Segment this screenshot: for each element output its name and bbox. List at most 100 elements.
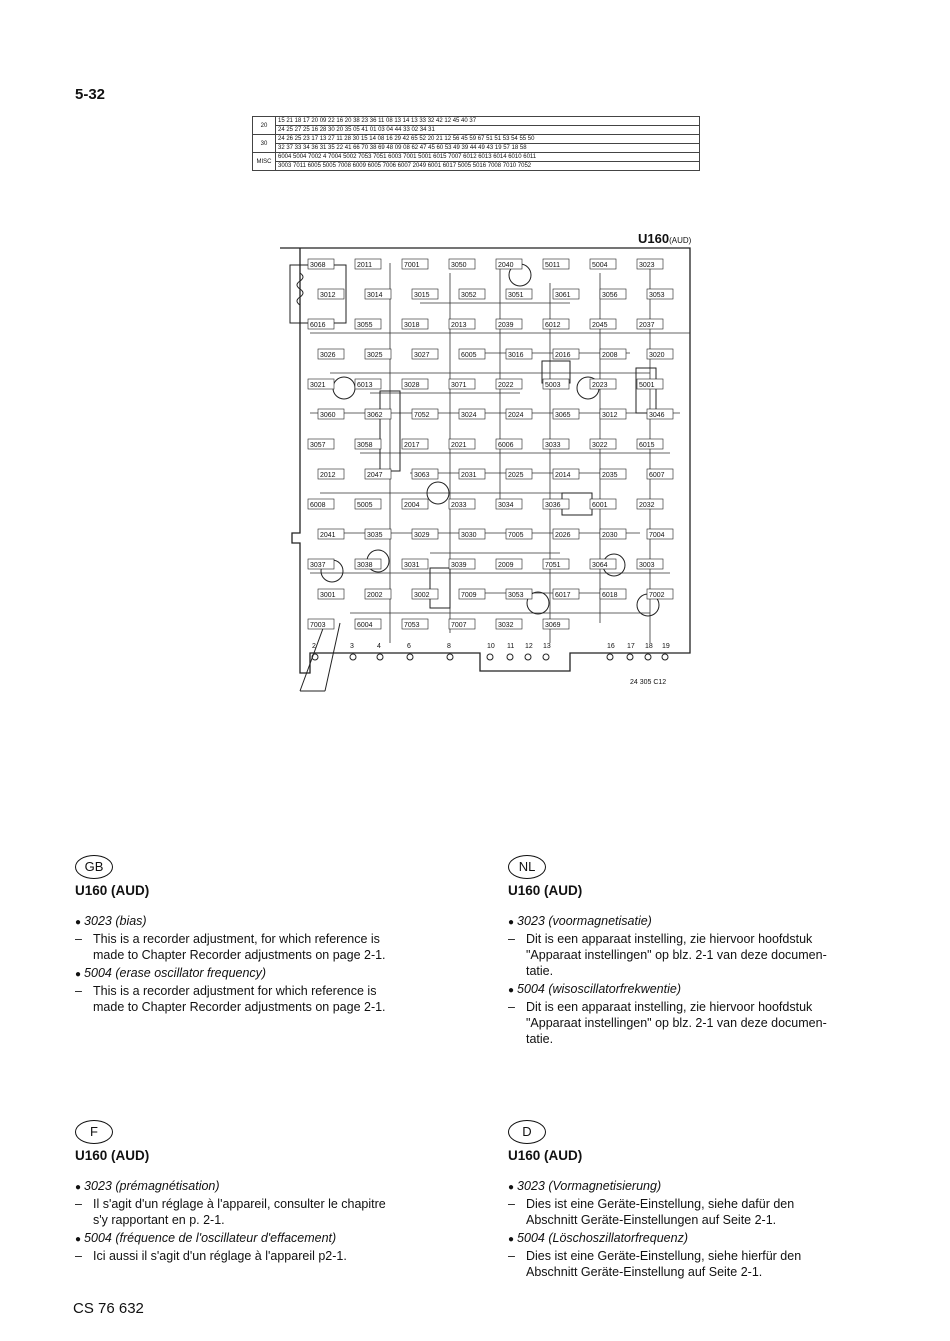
component-label: 3028 (404, 382, 420, 389)
component-box (458, 468, 486, 480)
component-box (317, 348, 345, 360)
adjustment-description: –Il s'agit d'un réglage à l'appareil, co… (75, 1196, 435, 1228)
component-label: 6001 (592, 502, 608, 509)
component-label: 5004 (592, 262, 608, 269)
bullet-icon: ● (508, 1234, 515, 1245)
component-label: 2021 (451, 442, 467, 449)
component-label: 3014 (367, 292, 383, 299)
component-box (411, 588, 439, 600)
component-box (411, 288, 439, 300)
component-box (307, 438, 335, 450)
component-label: 6017 (555, 592, 571, 599)
component-label: 3037 (310, 562, 326, 569)
component-label: 2031 (461, 472, 477, 479)
component-box (495, 258, 523, 270)
language-badge: F (75, 1120, 113, 1144)
bullet-icon: ● (508, 917, 515, 928)
component-label: 2002 (367, 592, 383, 599)
component-label: 7009 (461, 592, 477, 599)
component-label: 3034 (498, 502, 514, 509)
component-box (411, 408, 439, 420)
component-box (354, 258, 382, 270)
component-label: 5003 (545, 382, 561, 389)
component-box (505, 348, 533, 360)
component-box (458, 528, 486, 540)
adjustment-heading-text: 5004 (fréquence de l'oscillateur d'effac… (84, 1231, 337, 1245)
component-label: 2039 (498, 322, 514, 329)
component-label: 7003 (310, 622, 326, 629)
description-line: "Apparaat instellingen" op blz. 2-1 van … (526, 948, 827, 962)
component-box (552, 348, 580, 360)
component-label: 3065 (555, 412, 571, 419)
component-box (458, 348, 486, 360)
edge-pin-label: 10 (487, 643, 495, 650)
component-label: 2033 (451, 502, 467, 509)
component-box (307, 378, 335, 390)
dash-icon: – (75, 932, 82, 946)
adjustment-description: –Dit is een apparaat instelling, zie hie… (508, 999, 868, 1047)
description-line: Abschnitt Geräte-Einstellung auf Seite 2… (526, 1265, 763, 1279)
component-label: 7053 (404, 622, 420, 629)
grid-row-label: 30 (252, 134, 276, 153)
ic-7052 (635, 367, 657, 414)
component-label: 3063 (414, 472, 430, 479)
component-box (354, 498, 382, 510)
component-label: 3058 (357, 442, 373, 449)
component-label: 6016 (310, 322, 326, 329)
grid-row-values: 3003 7011 6005 5005 7008 6009 6005 7006 … (275, 161, 700, 171)
component-label: 3024 (461, 412, 477, 419)
component-box (589, 498, 617, 510)
adjustment-heading-text: 5004 (Löschoszillatorfrequenz) (517, 1231, 688, 1245)
component-box (364, 528, 392, 540)
component-box (411, 468, 439, 480)
component-label: 3032 (498, 622, 514, 629)
component-box (646, 288, 674, 300)
board-title-suffix: (AUD) (669, 236, 692, 245)
component-box (401, 438, 429, 450)
component-label: 3057 (310, 442, 326, 449)
dash-icon: – (508, 932, 515, 946)
component-box (505, 468, 533, 480)
component-box (307, 318, 335, 330)
description-line: Ici aussi il s'agit d'un réglage à l'app… (93, 1249, 347, 1263)
adjustment-description: –This is a recorder adjustment, for whic… (75, 931, 435, 963)
adjustment-heading: ●3023 (bias) (75, 913, 435, 931)
component-label: 6008 (310, 502, 326, 509)
grid-row-values: 24 26 25 23 17 13 27 11 28 30 15 14 08 1… (275, 134, 700, 144)
component-label: 3069 (545, 622, 561, 629)
component-label: 6006 (498, 442, 514, 449)
language-badge: GB (75, 855, 113, 879)
component-label: 3035 (367, 532, 383, 539)
language-badge: NL (508, 855, 546, 879)
component-box (401, 498, 429, 510)
adjustment-description: –Ici aussi il s'agit d'un réglage à l'ap… (75, 1248, 435, 1264)
component-label: 2017 (404, 442, 420, 449)
component-label: 7051 (545, 562, 561, 569)
description-line: tatie. (526, 964, 554, 978)
component-box (589, 378, 617, 390)
description-line: s'y rapportant en p. 2-1. (93, 1213, 225, 1227)
component-box (646, 528, 674, 540)
adjustment-heading-text: 5004 (erase oscillator frequency) (84, 966, 267, 980)
component-box (636, 378, 664, 390)
edge-pin-label: 12 (525, 643, 533, 650)
component-box (599, 288, 627, 300)
component-label: 3071 (451, 382, 467, 389)
grid-row-values: 32 37 33 34 36 31 35 22 41 66 70 38 69 4… (275, 143, 700, 153)
component-box (317, 588, 345, 600)
component-box (364, 408, 392, 420)
component-label: 2009 (498, 562, 514, 569)
component-label: 7004 (649, 532, 665, 539)
bullet-icon: ● (75, 1182, 82, 1193)
adjustment-heading: ●3023 (Vormagnetisierung) (508, 1178, 868, 1196)
component-label: 3068 (310, 262, 326, 269)
component-box (542, 618, 570, 630)
component-box (401, 558, 429, 570)
adjustment-heading: ●5004 (erase oscillator frequency) (75, 965, 435, 983)
description-line: Abschnitt Geräte-Einstellungen auf Seite… (526, 1213, 777, 1227)
component-label: 2013 (451, 322, 467, 329)
component-box (354, 318, 382, 330)
component-label: 3062 (367, 412, 383, 419)
component-label: 7052 (414, 412, 430, 419)
component-box (636, 498, 664, 510)
